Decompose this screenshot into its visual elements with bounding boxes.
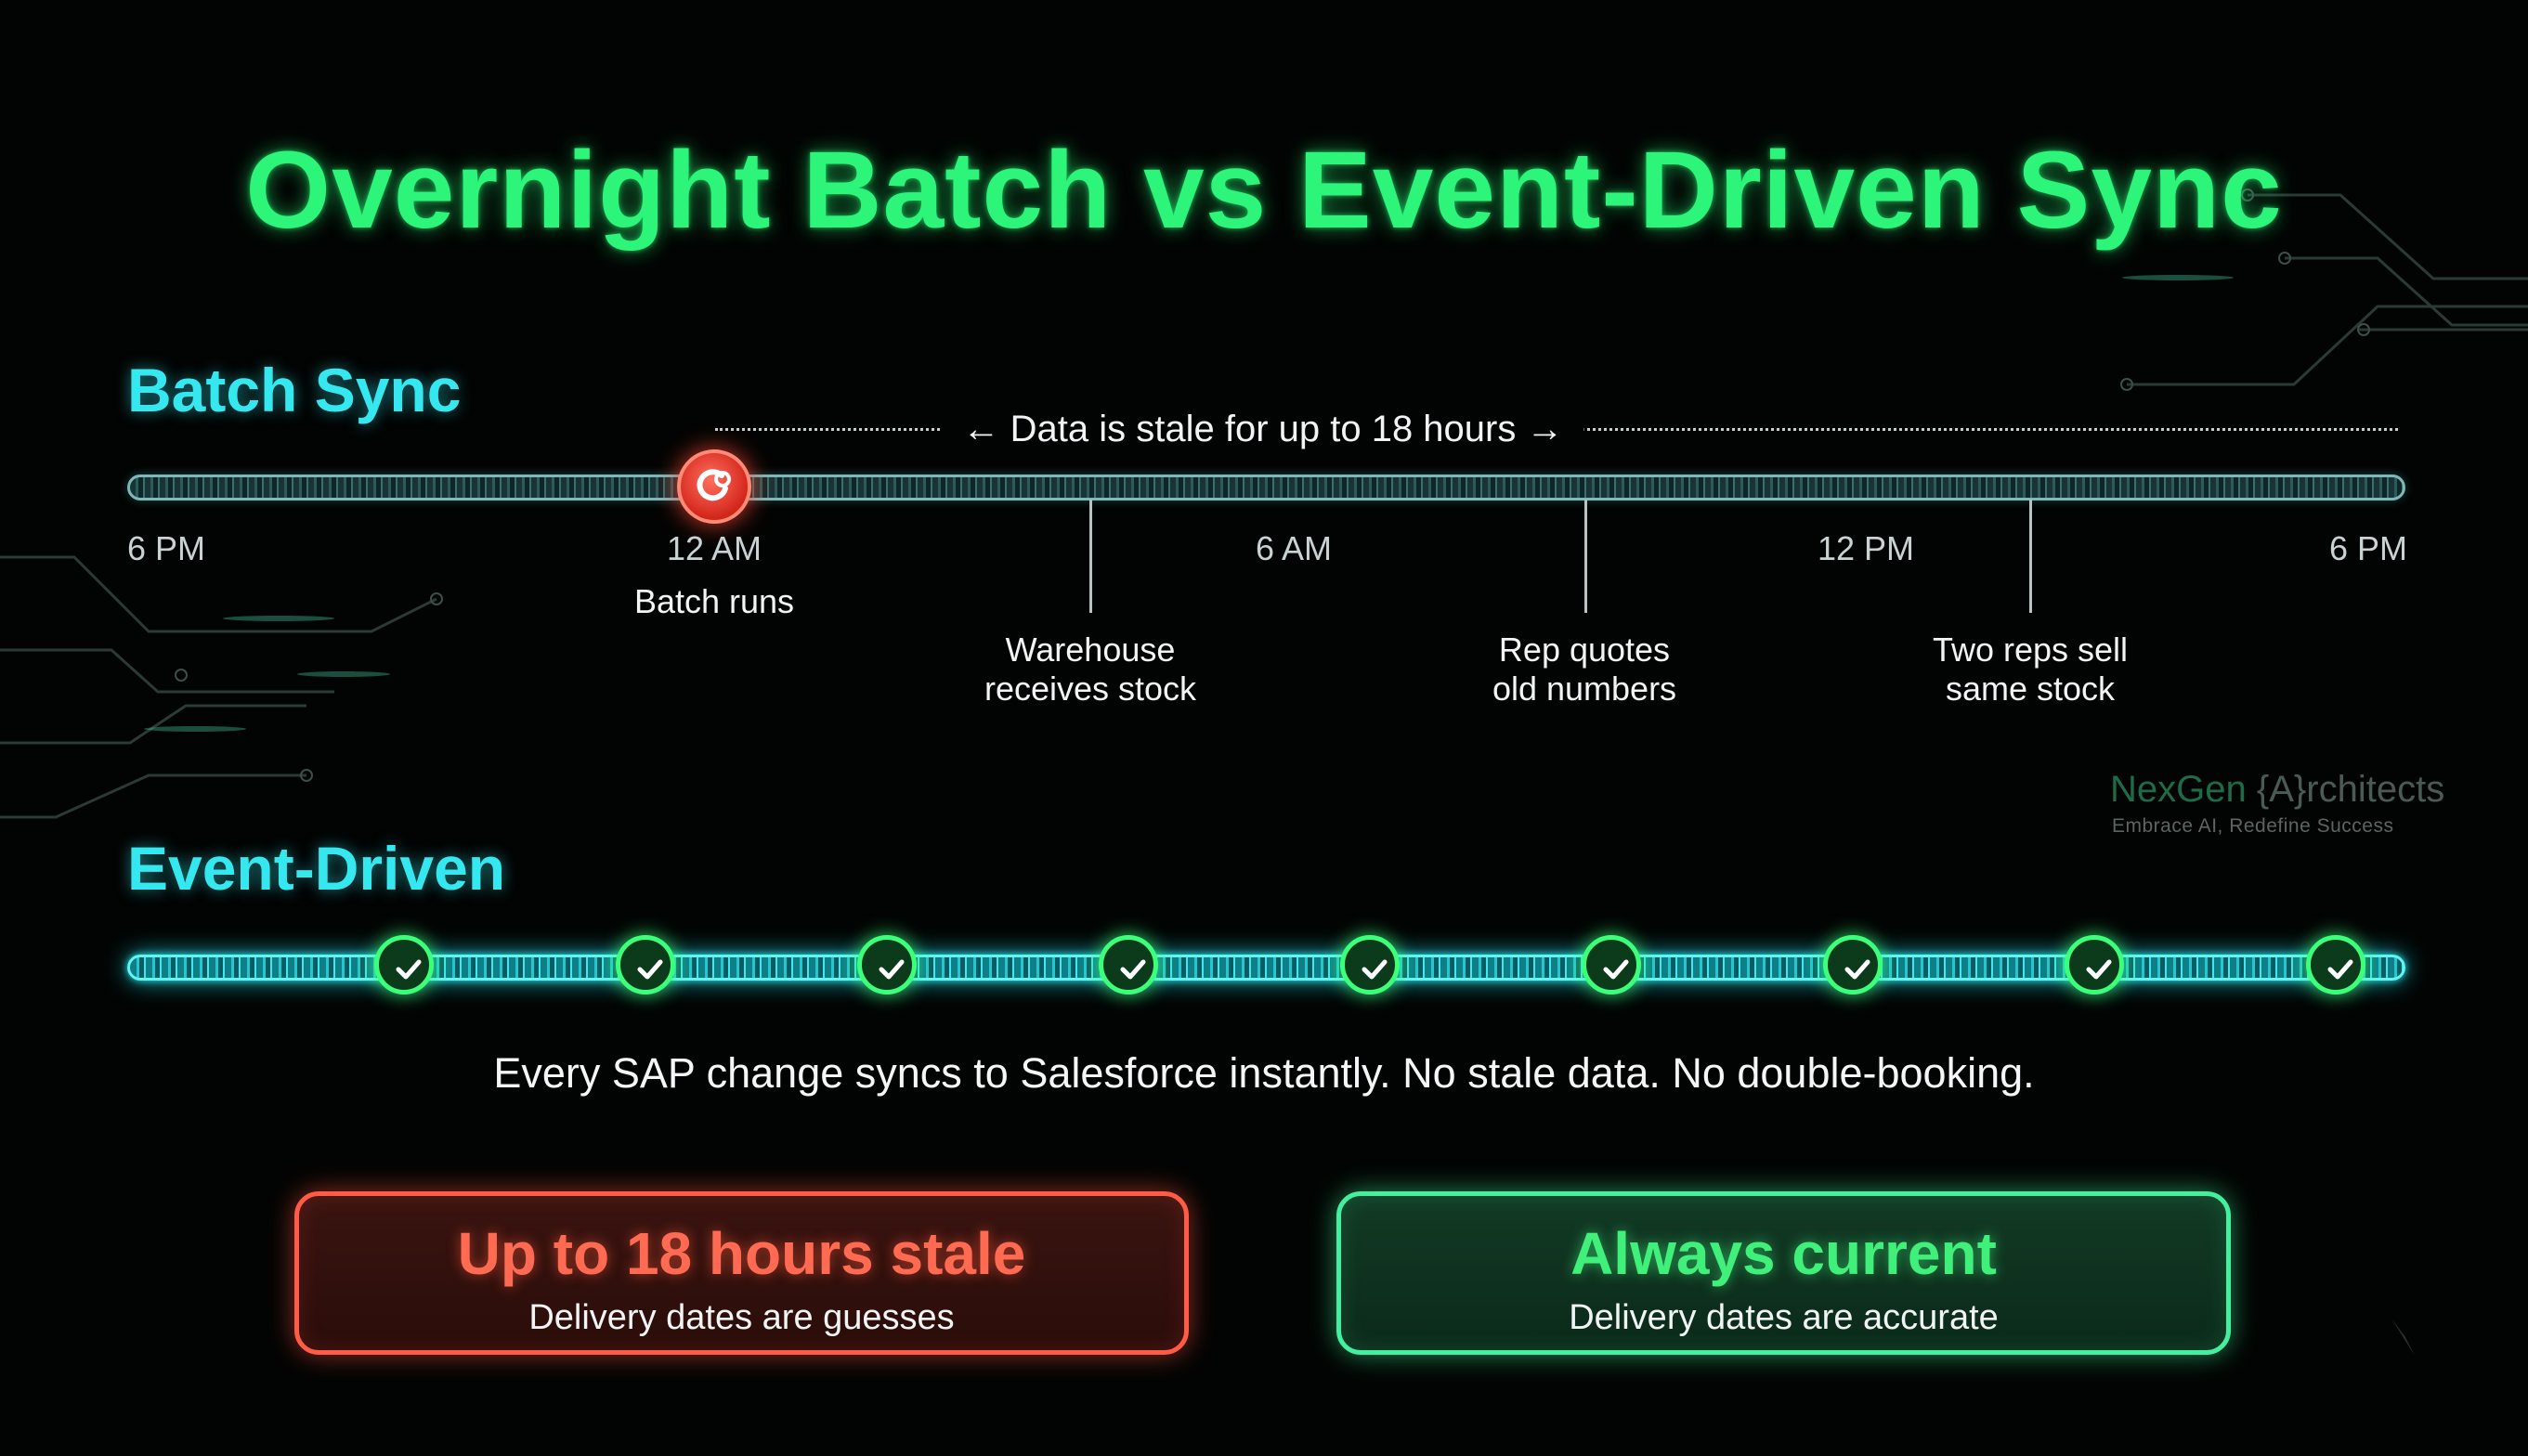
checkpoint-marker (1582, 935, 1641, 994)
annotation-two-reps: Two reps sell same stock (1933, 630, 2128, 708)
checkpoint-marker (857, 935, 917, 994)
check-icon (1120, 959, 1146, 980)
event-timeline-bar (127, 955, 2405, 981)
batch-runs-label: Batch runs (633, 582, 795, 620)
annotation-two-reps-line2: same stock (1945, 670, 2116, 708)
tick-label-12pm: 12 PM (1817, 529, 1915, 567)
batch-outcome-card: Up to 18 hours stale Delivery dates are … (294, 1191, 1189, 1355)
batch-outcome-subtitle: Delivery dates are guesses (528, 1298, 955, 1337)
rep-quotes-connector (1584, 500, 1587, 613)
annotation-two-reps-line1: Two reps sell (1932, 630, 2129, 669)
check-icon (396, 959, 422, 980)
annotation-warehouse-line2: receives stock (984, 670, 1197, 708)
batch-timeline-bar (127, 474, 2405, 500)
check-icon (2086, 959, 2112, 980)
refresh-icon (697, 469, 731, 501)
checkpoint-marker (374, 935, 434, 994)
event-driven-caption: Every SAP change syncs to Salesforce ins… (493, 1049, 2035, 1097)
event-outcome-subtitle: Delivery dates are accurate (1569, 1298, 1999, 1337)
checkpoint-marker (2065, 935, 2124, 994)
tick-label-6am: 6 AM (1255, 529, 1333, 567)
checkpoint-marker (1823, 935, 1883, 994)
check-icon (879, 959, 905, 980)
event-outcome-title: Always current (1570, 1220, 1997, 1287)
annotation-rep-quotes: Rep quotes old numbers (1492, 630, 1676, 708)
check-icon (1603, 959, 1629, 980)
annotation-warehouse: Warehouse receives stock (984, 630, 1196, 708)
logo-name-part2: {A}rchitects (2256, 769, 2445, 810)
batch-run-marker (677, 449, 751, 524)
tick-label-6pm-end: 6 PM (2329, 529, 2408, 567)
tick-label-12am: 12 AM (666, 529, 762, 567)
annotation-rep-quotes-line1: Rep quotes (1498, 630, 1671, 669)
check-icon (637, 959, 663, 980)
event-outcome-card: Always current Delivery dates are accura… (1336, 1191, 2231, 1355)
checkpoint-marker (1099, 935, 1158, 994)
stale-range-right-line (1263, 428, 2398, 431)
event-driven-heading: Event-Driven (127, 834, 506, 903)
two-reps-connector (2029, 500, 2032, 613)
batch-sync-heading: Batch Sync (127, 356, 462, 424)
tick-label-6pm-start: 6 PM (127, 529, 206, 567)
check-icon (1844, 959, 1870, 980)
annotation-warehouse-line1: Warehouse (1005, 630, 1176, 669)
logo-tagline: Embrace AI, Redefine Success (2112, 815, 2394, 837)
stale-duration-text: ← Data is stale for up to 18 hours → (942, 403, 1584, 455)
checkpoint-marker (616, 935, 675, 994)
page-title: Overnight Batch vs Event-Driven Sync (245, 129, 2283, 252)
check-icon (2327, 959, 2353, 980)
checkpoint-marker (1340, 935, 1400, 994)
batch-outcome-title: Up to 18 hours stale (457, 1220, 1026, 1287)
annotation-rep-quotes-line2: old numbers (1492, 670, 1677, 708)
checkpoint-marker (2306, 935, 2365, 994)
check-icon (1362, 959, 1388, 980)
warehouse-connector (1089, 500, 1092, 613)
logo-name-part1: NexGen (2110, 769, 2247, 810)
company-logo: NexGen {A}rchitects (2110, 769, 2444, 811)
